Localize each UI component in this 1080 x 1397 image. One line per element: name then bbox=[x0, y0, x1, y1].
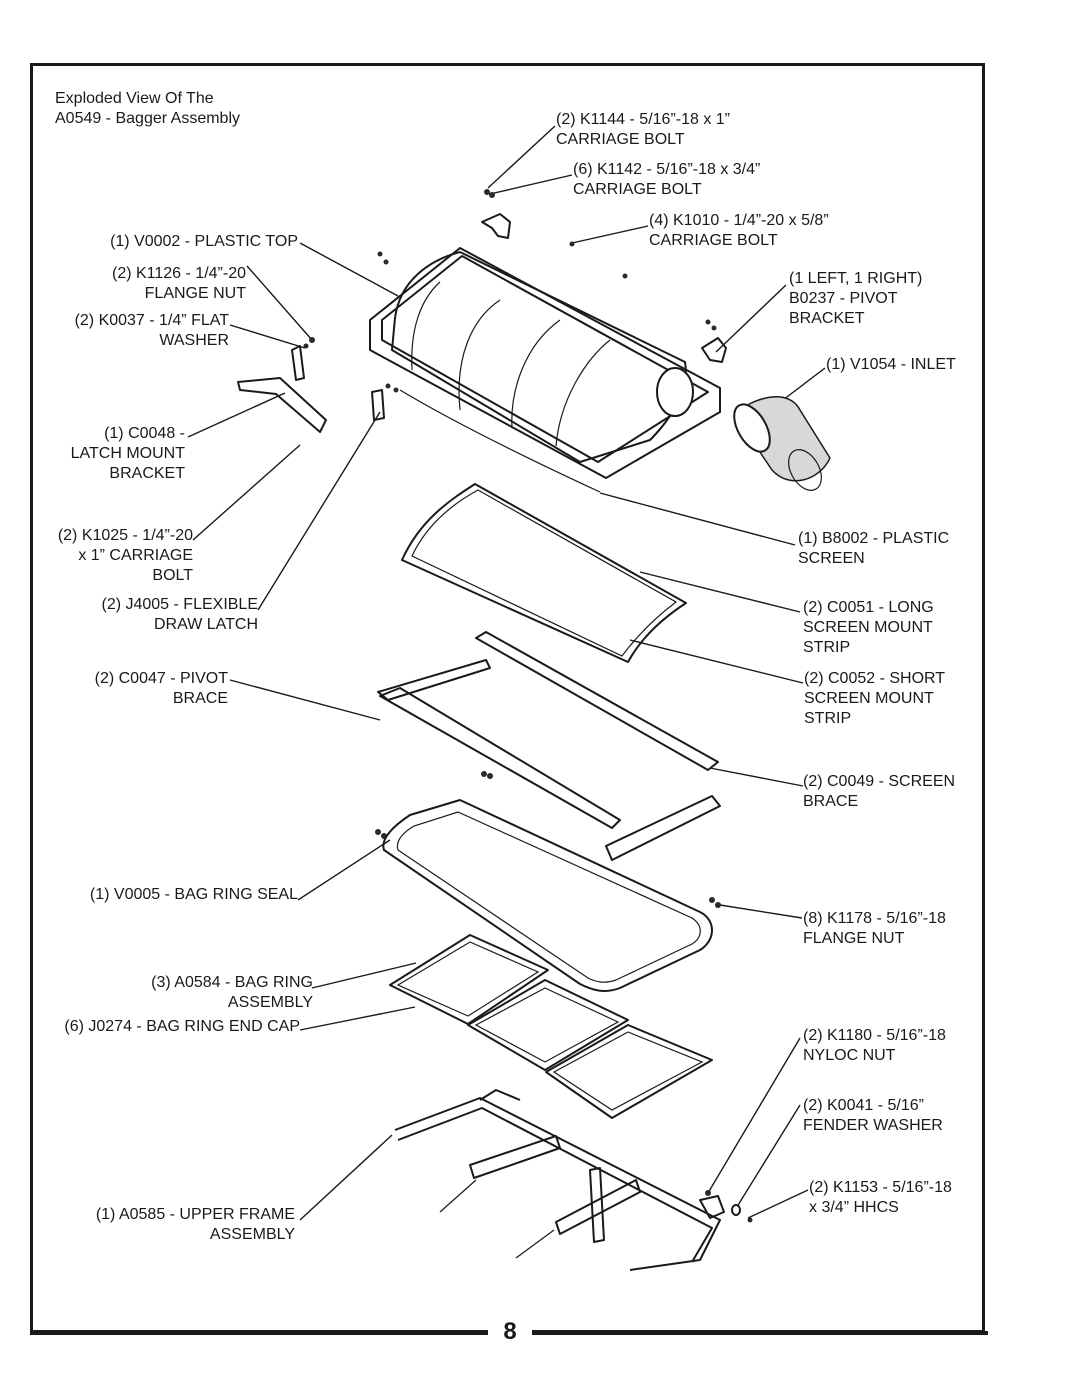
callout-v1054: (1) V1054 - INLET bbox=[826, 356, 956, 373]
bag-ring-assemblies bbox=[389, 934, 713, 1119]
carriage-bolts-top bbox=[377, 189, 717, 331]
footer-rule-left bbox=[30, 1331, 488, 1335]
callout-k1144: (2) K1144 - 5/16”-18 x 1”CARRIAGE BOLT bbox=[556, 111, 731, 148]
callout-k1142: (6) K1142 - 5/16”-18 x 3/4”CARRIAGE BOLT bbox=[573, 161, 761, 198]
plastic-screen bbox=[401, 483, 687, 663]
leader-lines bbox=[187, 125, 826, 1221]
pivot-brace-left bbox=[377, 659, 491, 701]
upper-frame-assembly bbox=[394, 1089, 725, 1271]
latch-mount-bracket bbox=[237, 377, 327, 433]
inlet bbox=[733, 396, 831, 491]
long-screen-mount-strip bbox=[379, 687, 621, 829]
footer-rule-right bbox=[532, 1331, 988, 1335]
pivot-bracket-right bbox=[701, 337, 727, 363]
callout-k0041: (2) K0041 - 5/16”FENDER WASHER bbox=[803, 1097, 943, 1134]
callout-j0274: (6) J0274 - BAG RING END CAP bbox=[64, 1018, 300, 1035]
callout-v0002: (1) V0002 - PLASTIC TOP bbox=[110, 233, 298, 250]
bag-ring-seal bbox=[382, 799, 713, 992]
plastic-top bbox=[369, 247, 721, 493]
callout-v0005: (1) V0005 - BAG RING SEAL bbox=[89, 886, 298, 903]
screen-brace bbox=[605, 795, 721, 861]
flat-washer bbox=[303, 343, 309, 349]
draw-latch-right bbox=[371, 389, 385, 421]
flange-nut bbox=[309, 337, 315, 343]
pivot-bracket-left bbox=[481, 213, 511, 239]
short-screen-mount-strip bbox=[475, 631, 719, 771]
page-number: 8 bbox=[488, 1318, 532, 1346]
callout-k1010: (4) K1010 - 1/4”-20 x 5/8”CARRIAGE BOLT bbox=[649, 212, 829, 249]
draw-latch-left bbox=[291, 345, 305, 381]
